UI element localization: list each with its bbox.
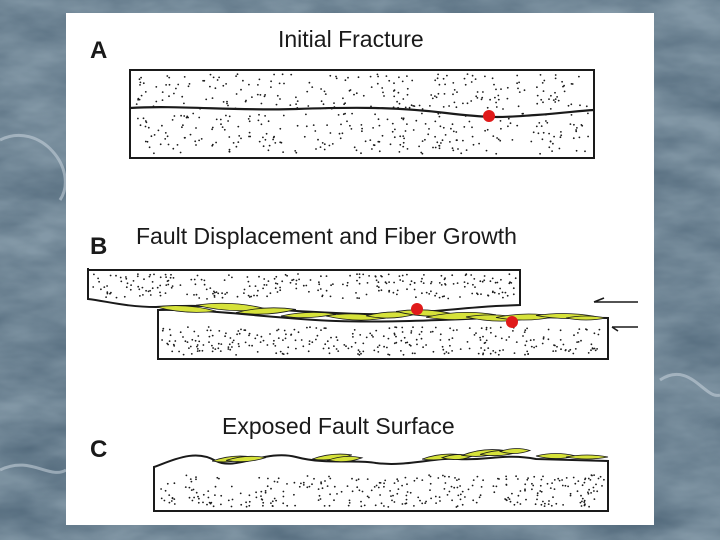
panel-label-c: C bbox=[90, 436, 108, 463]
marker-b-lower bbox=[506, 316, 518, 328]
stipple-c bbox=[160, 474, 605, 508]
stipple-a bbox=[135, 73, 589, 155]
fibers-b bbox=[155, 302, 607, 322]
block-b-upper bbox=[87, 268, 521, 316]
fibers-c bbox=[211, 448, 609, 463]
stipple-b bbox=[92, 273, 601, 356]
marker-a bbox=[483, 110, 495, 122]
diagram-panel: A Initial Fracture B Fault Displacement … bbox=[66, 13, 654, 525]
panel-title-a: Initial Fracture bbox=[278, 26, 424, 52]
panel-title-c: Exposed Fault Surface bbox=[222, 413, 455, 439]
panel-title-b: Fault Displacement and Fiber Growth bbox=[136, 223, 517, 249]
panel-label-b: B bbox=[90, 233, 108, 260]
fracture-line bbox=[129, 106, 595, 119]
panel-label-a: A bbox=[90, 37, 108, 64]
shear-arrows bbox=[593, 297, 638, 332]
fault-diagram bbox=[87, 69, 638, 512]
block-a bbox=[129, 69, 595, 159]
marker-b-upper bbox=[411, 303, 423, 315]
